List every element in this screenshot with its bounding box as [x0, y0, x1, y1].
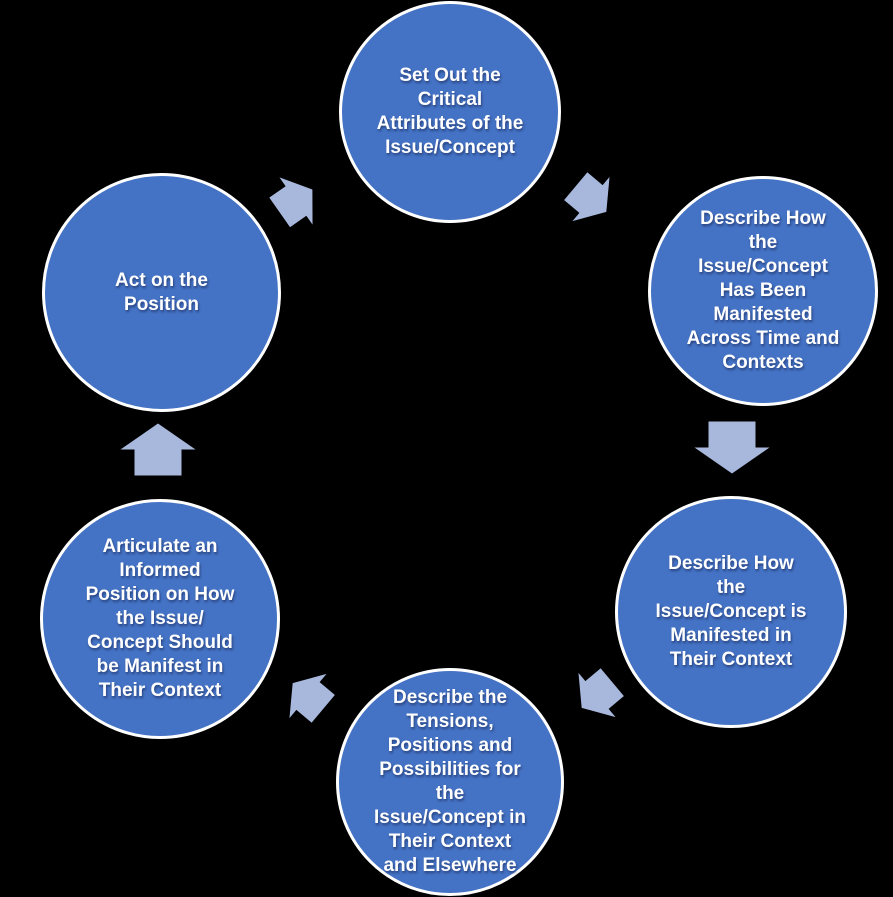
step-label: Describe the Tensions, Positions and Pos…	[373, 687, 527, 876]
step-informed-position: Articulate an Informed Position on How t…	[40, 499, 280, 739]
step-act-on-position: Act on the Position	[42, 173, 281, 412]
step-label: Act on the Position	[115, 269, 208, 315]
step-label: Describe How the Issue/Concept is Manife…	[655, 553, 807, 670]
step-label: Set Out the Critical Attributes of the I…	[376, 65, 524, 158]
arrow-up-left-icon	[274, 661, 342, 731]
arrow-down-left-icon	[563, 660, 631, 730]
step-manifested-across-time: Describe How the Issue/Concept Has Been …	[648, 176, 878, 406]
arrow-up-icon	[120, 423, 196, 476]
step-set-out-attributes: Set Out the Critical Attributes of the I…	[339, 1, 561, 223]
arrow-down-right-icon	[557, 164, 625, 234]
step-manifested-in-context: Describe How the Issue/Concept is Manife…	[615, 496, 847, 728]
arrow-down-icon	[694, 421, 770, 474]
step-tensions-possibilities: Describe the Tensions, Positions and Pos…	[336, 668, 564, 896]
step-label: Articulate an Informed Position on How t…	[85, 536, 235, 701]
step-label: Describe How the Issue/Concept Has Been …	[686, 208, 840, 373]
arrow-up-right-icon	[263, 166, 329, 236]
